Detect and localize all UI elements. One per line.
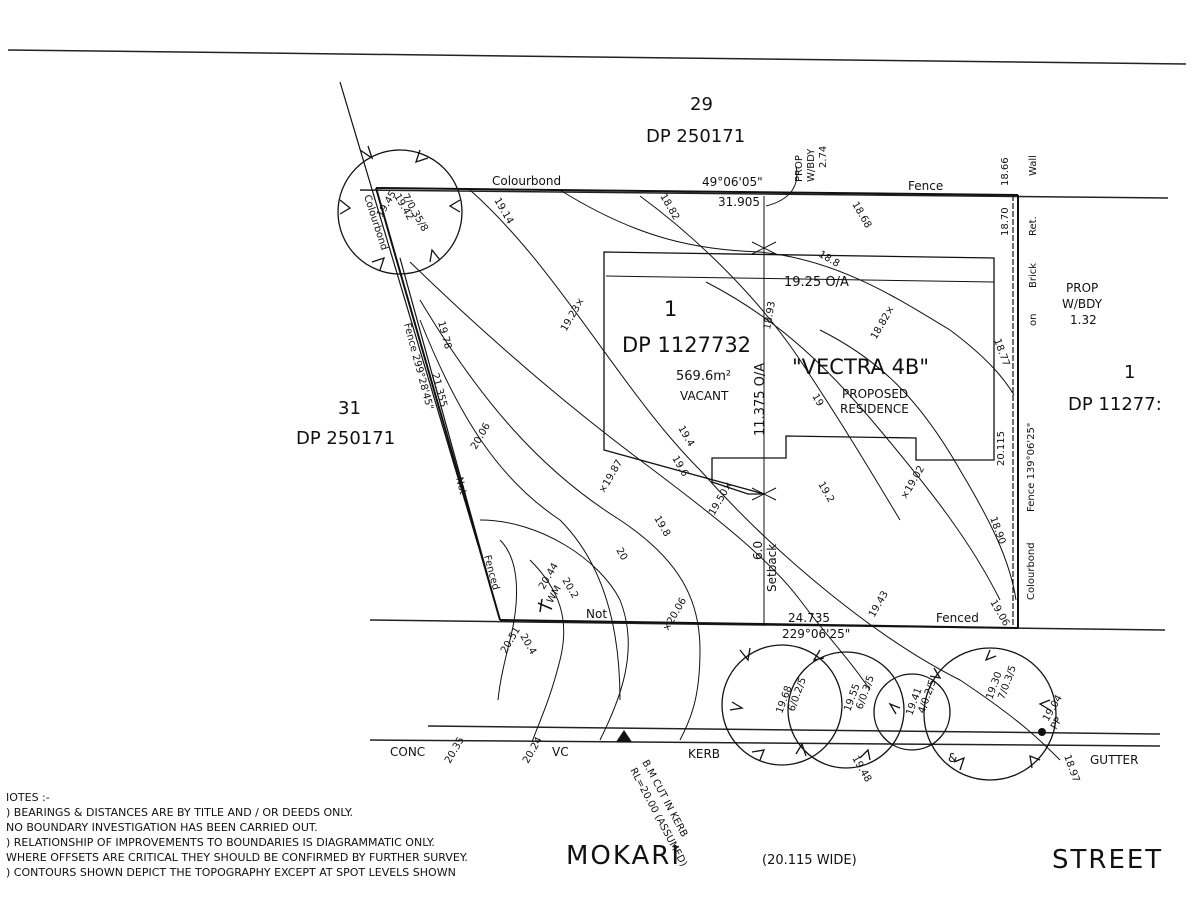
page-border-line	[7, 49, 1187, 65]
east-bearing: Fence 139°06'25"	[1026, 423, 1037, 512]
notes-line: ) RELATIONSHIP OF IMPROVEMENTS TO BOUNDA…	[6, 836, 435, 849]
prop-north-arc	[765, 165, 798, 207]
west-lot-number: 31	[338, 398, 361, 419]
street-width: (20.115 WIDE)	[762, 853, 857, 868]
spot-18-90: 18.90	[987, 515, 1007, 546]
residence-name: "VECTRA 4B"	[792, 355, 929, 379]
frontage-amp: &	[948, 751, 957, 765]
benchmark-triangle-icon	[616, 730, 632, 742]
contour-19-6: 19.6	[669, 454, 690, 479]
spot-18-8: 18.8	[817, 249, 842, 270]
pp-label: PP	[1049, 716, 1065, 732]
residence-line1: PROPOSED	[842, 387, 908, 401]
spot-20-35: 20.35	[443, 735, 467, 765]
east-on: on	[1028, 314, 1039, 326]
tree-4	[873, 673, 951, 751]
pp-pole-icon	[1038, 728, 1046, 736]
width-dimension: 19.25 O/A	[784, 275, 849, 290]
frontage-gutter: GUTTER	[1090, 753, 1138, 767]
contour-19-8: 19.8	[651, 514, 672, 539]
contour-19-2: 19.2	[815, 480, 836, 505]
north-bearing: 49°06'05"	[702, 175, 763, 189]
prop-north-line1: PROP	[794, 155, 805, 182]
contour-20-2: 20.2	[559, 576, 580, 601]
west-note2: Fenced	[481, 554, 501, 591]
tree-5	[923, 647, 1057, 781]
spot-19-23: 19.23×	[559, 296, 587, 334]
spot-18-68: 18.68	[849, 200, 873, 230]
prop-east-line2: W/BDY	[1062, 297, 1103, 311]
lot-boundary	[375, 187, 1019, 629]
east-brick: Brick	[1028, 263, 1039, 288]
west-lot-dp: DP 250171	[296, 428, 395, 449]
street-name-left: MOKARI	[566, 841, 681, 871]
spot-19-06: 19.06	[987, 598, 1011, 628]
east-lot-number: 1	[1124, 362, 1135, 383]
spot-19-14: 19.14	[491, 196, 515, 226]
spot-18-97: 18.97	[1061, 753, 1081, 784]
north-note-left: Colourbond	[492, 174, 561, 188]
east-lot-dp: DP 11277:	[1068, 394, 1162, 415]
south-bearing: 229°06'25"	[782, 627, 850, 641]
spot-20-24: 20.24	[521, 735, 545, 765]
contour-20: 20	[613, 546, 629, 563]
spot-19-87: ×19.87	[597, 458, 625, 496]
spot-20-06: 20.06	[469, 421, 493, 451]
tree-2	[721, 644, 843, 766]
notes-block: IOTES :- ) BEARINGS & DISTANCES ARE BY T…	[6, 790, 526, 880]
contour-19-4: 19.4	[675, 424, 696, 449]
tree-3	[787, 651, 905, 769]
spot-20-06b: ×20.06	[661, 596, 689, 634]
notes-line: ) BEARINGS & DISTANCES ARE BY TITLE AND …	[6, 806, 354, 819]
north-lot-number: 29	[690, 94, 713, 115]
notes-title: IOTES :-	[6, 791, 50, 804]
wm-meter-icon	[537, 598, 553, 613]
depth-dimension: 11.375 O/A	[753, 363, 768, 436]
prop-east-line1: PROP	[1066, 281, 1098, 295]
residence-line2: RESIDENCE	[840, 402, 909, 416]
north-note-right: Fence	[908, 179, 943, 193]
spot-19-43: 19.43	[867, 589, 891, 619]
west-note1: Not	[453, 476, 468, 496]
notes-line: WHERE OFFSETS ARE CRITICAL THEY SHOULD B…	[6, 851, 468, 864]
west-fence-line	[399, 257, 501, 621]
south-length: 24.735	[788, 611, 830, 625]
notes-line: NO BOUNDARY INVESTIGATION HAS BEEN CARRI…	[6, 821, 318, 834]
spot-18-82x: 18.82×	[869, 304, 897, 342]
diagonal-survey-line	[339, 81, 479, 546]
subject-lot-area: 569.6m²	[676, 369, 731, 384]
notes-line: ) CONTOURS SHOWN DEPICT THE TOPOGRAPHY E…	[6, 866, 456, 879]
street-name-right: STREET	[1052, 845, 1163, 875]
frontage-kerb: KERB	[688, 747, 720, 761]
dimension-lines	[605, 196, 995, 626]
spot-19-78: 19.78	[435, 320, 453, 351]
north-length: 31.905	[718, 195, 760, 209]
contour-20-4: 20.4	[517, 632, 538, 657]
subject-lot-status: VACANT	[680, 389, 729, 403]
east-ret: Ret.	[1028, 216, 1039, 236]
tree-1	[337, 149, 463, 275]
east-length: 20.115	[996, 431, 1007, 466]
spot-18-82: 18.82	[657, 192, 681, 222]
tree-symbols	[337, 145, 1057, 781]
setback-value: 6.0	[751, 541, 765, 560]
prop-north-line3: 2.74	[818, 146, 829, 168]
prop-north-line2: W/BDY	[806, 148, 817, 182]
setback-label: Setback	[765, 544, 779, 592]
south-fenced: Fenced	[936, 611, 979, 625]
frontage-conc: CONC	[390, 745, 425, 759]
contour-lines	[409, 189, 1061, 761]
spot-18-70: 18.70	[1000, 207, 1011, 236]
subject-lot-dp: DP 1127732	[622, 333, 751, 357]
north-lot-dp: DP 250171	[646, 126, 745, 147]
east-wall: Wall	[1028, 155, 1039, 176]
spot-18-93: 18.93	[762, 300, 778, 330]
east-note: Colourbond	[1026, 542, 1037, 600]
subject-lot-number: 1	[664, 297, 677, 321]
frontage-not: Not	[586, 607, 607, 621]
frontage-vc: VC	[552, 745, 569, 759]
prop-east-line3: 1.32	[1070, 313, 1097, 327]
spot-18-66: 18.66	[1000, 157, 1011, 186]
